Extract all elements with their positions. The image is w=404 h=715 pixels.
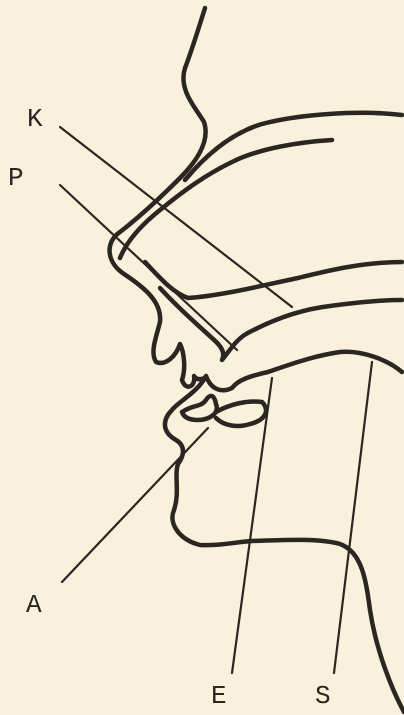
label-s: S — [315, 681, 331, 711]
pointer-a — [62, 428, 208, 582]
tongue-outline — [206, 352, 402, 390]
label-k: K — [27, 104, 43, 134]
label-a: A — [26, 590, 42, 620]
label-e: E — [211, 681, 227, 711]
pointer-s — [334, 362, 372, 673]
label-p: P — [8, 163, 24, 193]
pharynx-inner-outline — [216, 401, 266, 426]
